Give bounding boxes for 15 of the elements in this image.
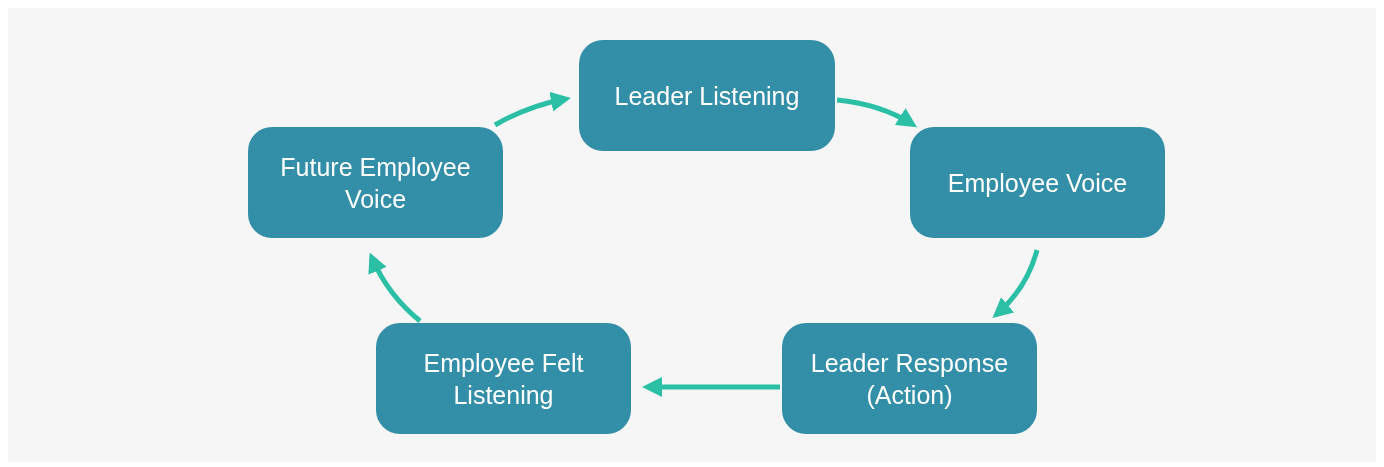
box-label: Leader Listening — [614, 80, 800, 112]
process-box — [579, 40, 835, 151]
arrow — [992, 249, 1040, 319]
arrow — [368, 252, 422, 323]
process-box — [376, 323, 631, 434]
process-box — [910, 127, 1165, 238]
arrow — [493, 92, 571, 128]
process-box — [782, 323, 1037, 434]
process-box — [248, 127, 503, 238]
arrow — [836, 97, 918, 128]
box-label: Employee Felt Listening — [422, 347, 585, 411]
box-label: Leader Response (Action) — [809, 347, 1010, 411]
arrow — [642, 377, 780, 397]
box-label: Future Employee Voice — [279, 151, 472, 215]
box-label: Employee Voice — [947, 167, 1128, 199]
